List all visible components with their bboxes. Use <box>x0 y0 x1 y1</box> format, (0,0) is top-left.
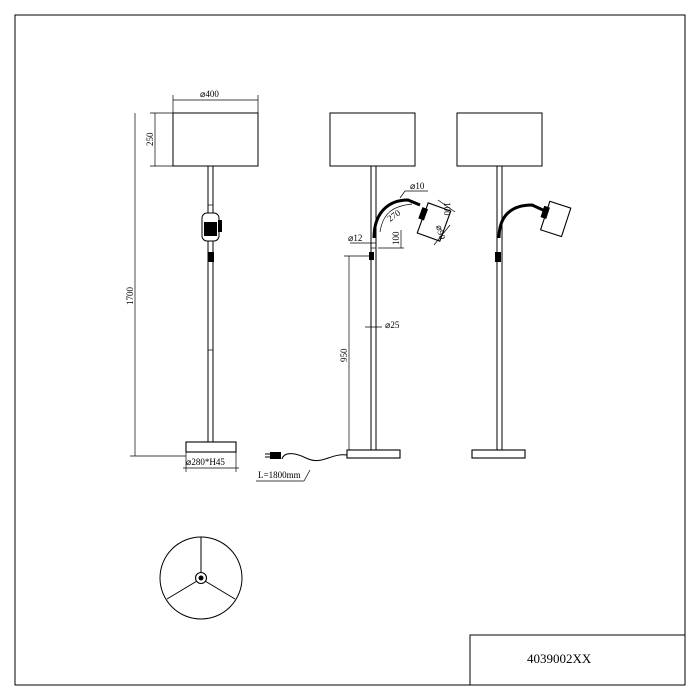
dim-arm-diameter: ⌀12 <box>348 233 362 243</box>
dim-switch-height: 950 <box>339 348 349 362</box>
lamp-shade <box>172 112 259 167</box>
dim-spot-diameter: ⌀90 <box>434 224 448 241</box>
switch-knob <box>369 252 374 260</box>
title-block <box>469 634 686 686</box>
lamp-base <box>471 449 526 459</box>
product-code: 4039002XX <box>527 651 592 666</box>
dim-pole-diameter: ⌀25 <box>385 320 400 330</box>
gooseneck-arm <box>497 203 544 239</box>
base-rib <box>166 580 198 600</box>
switch-knob <box>208 252 214 262</box>
lamp-view-plain <box>456 112 572 459</box>
power-cable <box>281 453 348 462</box>
dim-total-height: 1700 <box>125 287 135 306</box>
spotlight-head <box>416 202 452 242</box>
drawing-frame <box>14 14 686 686</box>
spotlight-lens <box>204 222 217 236</box>
dim-shade-diameter: ⌀400 <box>200 89 219 99</box>
lamp-base <box>346 449 401 459</box>
dim-cable-length: L=1800mm <box>258 470 301 480</box>
lamp-shade <box>456 112 543 167</box>
power-plug <box>270 452 281 459</box>
gooseneck-arm <box>372 198 421 239</box>
lamp-base <box>185 441 237 453</box>
base-rib <box>204 580 236 600</box>
base-bottom-view <box>159 536 243 620</box>
dim-arm-offset: 100 <box>391 231 401 245</box>
dim-base-size: ⌀280*H45 <box>186 457 225 467</box>
lamp-view-front: ⌀400 250 1700 ⌀280*H45 <box>125 89 259 472</box>
spotlight-joint <box>218 220 222 232</box>
dim-shade-height: 250 <box>145 132 155 146</box>
lamp-view-side: L=1800mm ⌀10 270 100 ⌀90 ⌀12 100 ⌀25 950 <box>256 112 456 482</box>
dim-small-diameter: ⌀10 <box>410 181 425 191</box>
spotlight-head <box>539 200 572 238</box>
dim-spot-length: 100 <box>442 202 452 216</box>
base-center-dot <box>198 575 204 581</box>
dim-arm-angle: 270 <box>385 207 402 223</box>
switch-knob <box>495 252 501 262</box>
lamp-shade <box>329 112 416 167</box>
